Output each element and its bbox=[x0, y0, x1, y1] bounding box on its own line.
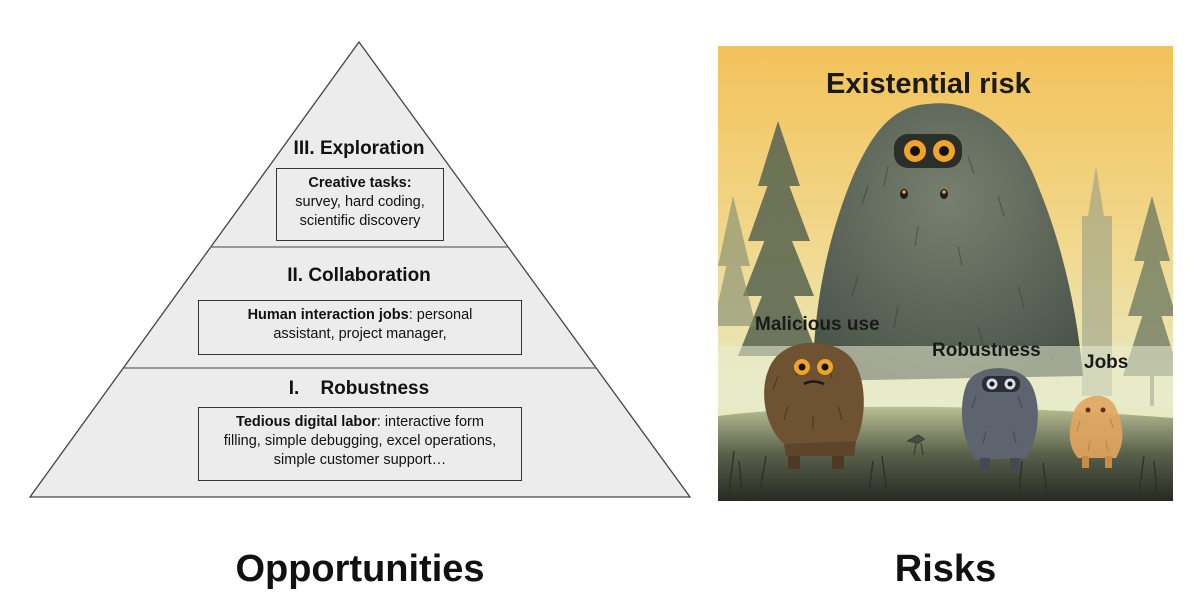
tier-exploration-box: Creative tasks: survey, hard coding, sci… bbox=[276, 168, 444, 241]
tier-robustness-title: I. Robustness bbox=[288, 378, 430, 399]
bird-icon bbox=[906, 434, 926, 456]
tier-robustness-box-line: filling, simple debugging, excel operati… bbox=[223, 433, 497, 449]
grass-blades bbox=[727, 450, 1159, 502]
tier-exploration-title: III. Exploration bbox=[293, 138, 425, 159]
tier-exploration-box-line: scientific discovery bbox=[299, 213, 421, 229]
malicious-use-label: Malicious use bbox=[755, 314, 880, 335]
pyramid-outline bbox=[28, 40, 692, 498]
risks-caption: Risks bbox=[894, 548, 997, 590]
robustness-risk-label: Robustness bbox=[932, 340, 1041, 361]
existential-risk-monster bbox=[813, 103, 1083, 382]
tier-collaboration-box-line: assistant, project manager, bbox=[273, 326, 447, 342]
pine-tree-left bbox=[738, 121, 818, 406]
pyramid-shape bbox=[28, 40, 692, 498]
opportunities-caption: Opportunities bbox=[235, 548, 485, 590]
existential-risk-label: Existential risk bbox=[826, 68, 1031, 100]
robustness-monster bbox=[961, 368, 1038, 472]
tier-collaboration-box-heading: Human interaction jobs bbox=[247, 307, 409, 323]
tier-collaboration-title: II. Collaboration bbox=[287, 265, 431, 286]
opportunities-pyramid: III. Exploration Creative tasks: survey,… bbox=[28, 40, 692, 498]
tier-robustness-box-rest: : interactive form bbox=[376, 414, 484, 430]
risks-illustration: Existential risk Malicious use Robustnes… bbox=[713, 46, 1180, 502]
jobs-risk-label: Jobs bbox=[1084, 352, 1129, 373]
tier-collaboration-box-rest: : personal bbox=[408, 307, 473, 323]
tier-robustness-box-line: simple customer support… bbox=[273, 452, 447, 468]
risks-scene bbox=[713, 46, 1180, 502]
tier-exploration-box-line: survey, hard coding, bbox=[295, 194, 425, 210]
tier-robustness-box-heading: Tedious digital labor bbox=[236, 414, 377, 430]
tier-robustness-box: Tedious digital labor: interactive form … bbox=[198, 407, 522, 481]
tier-collaboration-box: Human interaction jobs: personal assista… bbox=[198, 300, 522, 355]
jobs-monster bbox=[1069, 395, 1123, 468]
tier-exploration-box-heading: Creative tasks: bbox=[308, 175, 412, 191]
pine-tree-far-left bbox=[713, 196, 756, 326]
malicious-use-monster bbox=[764, 342, 864, 469]
